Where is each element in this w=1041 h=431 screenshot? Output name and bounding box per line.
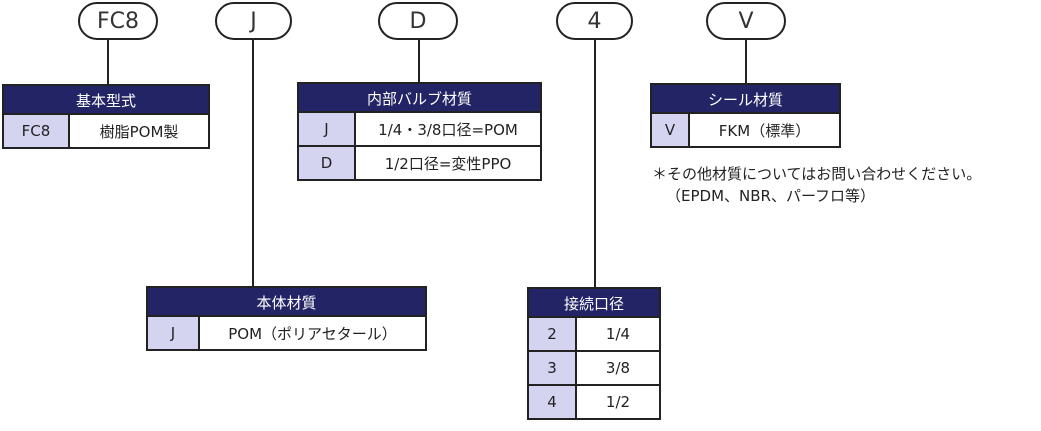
table-row: FC8 樹脂POM製 xyxy=(2,115,210,149)
body-material-header: 本体材質 xyxy=(146,286,427,317)
code-cell: FC8 xyxy=(4,115,70,147)
connector-line-body xyxy=(252,40,254,286)
code-pill-base: FC8 xyxy=(78,2,158,40)
desc-cell: 1/2口径=変性PPO xyxy=(384,154,512,173)
inner-valve-header: 内部バルブ材質 xyxy=(297,82,542,113)
connector-line-inner-valve xyxy=(418,40,420,82)
code-cell: 3 xyxy=(529,352,577,384)
table-row: V FKM（標準） xyxy=(650,114,841,148)
note-line-2: （EPDM、NBR、パーフロ等） xyxy=(666,187,876,205)
connector-line-seal xyxy=(745,40,747,83)
base-model-table: 基本型式 FC8 樹脂POM製 xyxy=(2,84,210,149)
table-row: 2 1/4 xyxy=(527,318,661,352)
table-row: J 1/4・3/8口径=POM xyxy=(297,113,542,147)
body-material-table: 本体材質 J POM（ポリアセタール） xyxy=(146,286,427,351)
code-pill-inner-valve: D xyxy=(378,2,458,40)
table-row: D 1/2口径=変性PPO xyxy=(297,147,542,181)
base-model-header: 基本型式 xyxy=(2,84,210,115)
desc-cell: 1/4・3/8口径=POM xyxy=(378,120,518,139)
code-cell: J xyxy=(299,113,356,145)
code-cell: D xyxy=(299,147,356,179)
seal-material-table: シール材質 V FKM（標準） xyxy=(650,83,841,148)
code-cell: J xyxy=(148,317,200,349)
code-cell: V xyxy=(652,114,690,146)
desc-cell: 3/8 xyxy=(605,359,631,377)
table-row: 3 3/8 xyxy=(527,352,661,386)
inner-valve-table: 内部バルブ材質 J 1/4・3/8口径=POM D 1/2口径=変性PPO xyxy=(297,82,542,181)
connector-line-connection xyxy=(594,40,596,287)
desc-cell: 樹脂POM製 xyxy=(99,122,179,141)
seal-material-header: シール材質 xyxy=(650,83,841,114)
connector-line-base xyxy=(107,40,109,85)
code-pill-body: J xyxy=(215,2,292,40)
desc-cell: 1/2 xyxy=(605,393,631,411)
table-row: 4 1/2 xyxy=(527,386,661,420)
code-pill-connection: 4 xyxy=(556,2,633,40)
connection-header: 接続口径 xyxy=(527,287,661,318)
code-cell: 2 xyxy=(529,318,577,350)
desc-cell: FKM（標準） xyxy=(718,121,811,140)
desc-cell: 1/4 xyxy=(605,325,631,343)
code-pill-seal: V xyxy=(706,2,786,40)
connection-table: 接続口径 2 1/4 3 3/8 4 1/2 xyxy=(527,287,661,420)
desc-cell: POM（ポリアセタール） xyxy=(228,324,397,343)
note-line-1: ＊その他材質についてはお問い合わせください。 xyxy=(652,165,982,183)
table-row: J POM（ポリアセタール） xyxy=(146,317,427,351)
code-cell: 4 xyxy=(529,386,577,418)
